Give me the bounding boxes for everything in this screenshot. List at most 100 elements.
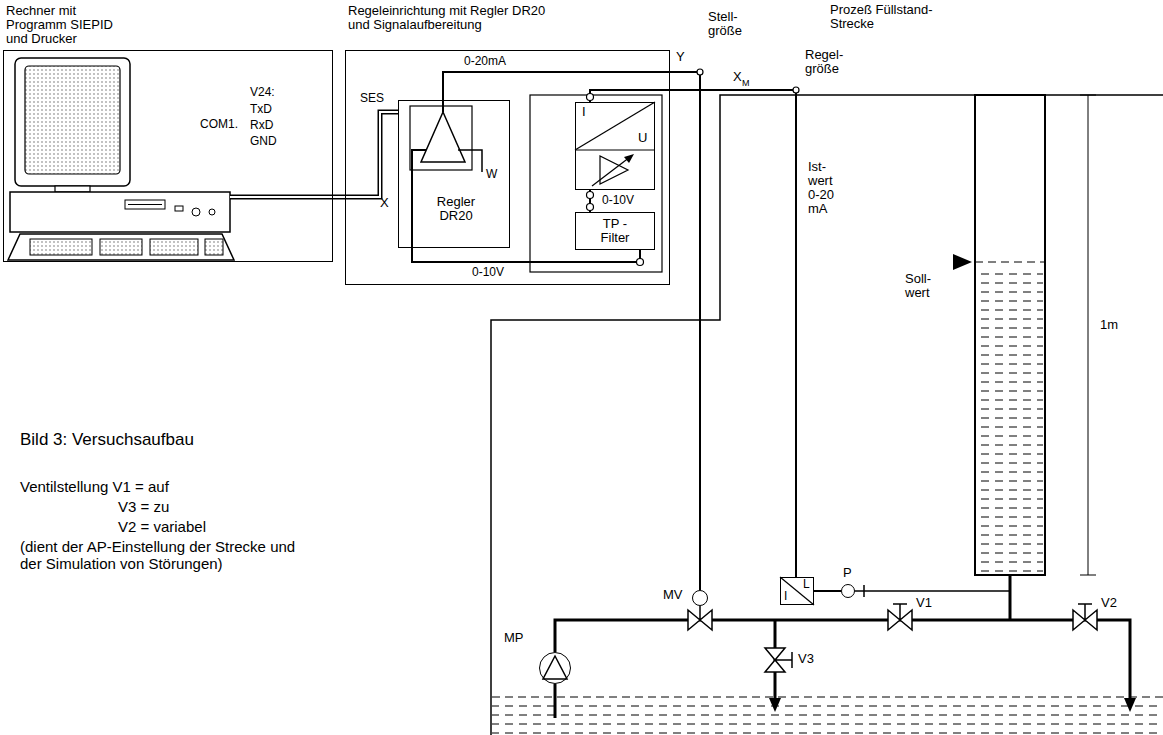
wire-path	[412, 248, 640, 262]
signal-label: Soll-wert	[905, 272, 939, 300]
drive-slot	[125, 200, 165, 209]
pressure-tap	[855, 590, 1010, 592]
signal-label: Ist-wert 0-20 mA	[808, 160, 842, 216]
process-frame-line	[491, 95, 1163, 735]
pump-symbol: MP	[539, 652, 571, 684]
terminal	[587, 192, 594, 199]
signal-label: RxD	[250, 119, 273, 132]
valve-stem	[699, 606, 701, 620]
process-frame: Prozeß Füllstand-StreckeILPMVMP	[490, 0, 1163, 735]
valve-handle	[893, 603, 907, 605]
signal-label: X	[380, 196, 389, 210]
power-button	[192, 208, 200, 216]
monitor-housing	[15, 58, 130, 186]
controller-unit-box: Regeleinrichtung mit Regler DR20 und Sig…	[345, 50, 670, 285]
tank-outlet-pipe	[1009, 575, 1012, 620]
wire-path	[443, 72, 700, 590]
system-unit	[10, 192, 230, 232]
main-pipe	[555, 620, 1130, 700]
setpoint-arrow	[953, 254, 972, 270]
key-block	[150, 239, 198, 255]
signal-wire	[590, 90, 796, 577]
signal-label: TxD	[250, 103, 272, 116]
dimension-line	[1088, 95, 1089, 575]
valve-handle	[1078, 603, 1092, 605]
drain-arrow	[769, 698, 781, 712]
process-frame-outline	[490, 0, 1163, 735]
terminal	[697, 69, 703, 75]
signal-label: GND	[250, 135, 277, 148]
signal-wire	[814, 591, 841, 592]
dimension-tick	[1080, 575, 1096, 576]
tap-tick	[863, 585, 865, 597]
signal-label: V24:	[250, 86, 275, 99]
signal-wire	[412, 248, 640, 262]
gain-arrow	[592, 157, 630, 186]
valve-handle	[791, 652, 793, 668]
keyboard	[8, 234, 234, 260]
transducer-diagonal	[780, 577, 814, 605]
signal-label: M	[742, 78, 750, 88]
serial-cable-core	[230, 196, 333, 198]
terminal	[793, 87, 799, 93]
key-block	[30, 239, 92, 255]
serial-cable	[230, 195, 333, 200]
setpoint-wire	[458, 150, 482, 172]
signal-label: V3 = zu	[118, 498, 169, 515]
converter-diagonal	[575, 102, 655, 150]
signal-wire	[443, 72, 700, 590]
lowpass-filter-box: TP - Filter	[575, 212, 655, 250]
node-heading: Rechner mit Programm SIEPID und Drucker	[6, 4, 124, 46]
terminal	[637, 259, 644, 266]
serial-cable	[333, 112, 398, 197]
signal-conditioning-box	[530, 95, 662, 272]
drive-slit	[128, 204, 162, 205]
signal-label: W	[486, 168, 497, 181]
water-level	[975, 262, 1045, 263]
gain-arrowhead	[624, 154, 634, 163]
level-transducer: IL	[780, 577, 814, 605]
edge-label: 0-10V	[600, 194, 636, 207]
node-heading: P	[843, 566, 852, 580]
pressure-sensor: P	[841, 584, 855, 598]
signal-label: SES	[360, 92, 384, 105]
node-heading: Prozeß Füllstand-Strecke	[830, 3, 945, 31]
valve-actuator: MV	[692, 590, 708, 606]
gain-amplifier	[600, 156, 628, 184]
signal-label: V3	[798, 652, 814, 666]
signal-label: COM1.	[200, 118, 238, 131]
signal-label: (dient der AP-Einstellung der Strecke un…	[20, 538, 302, 572]
reset-button	[209, 209, 215, 215]
tank-water	[977, 266, 1043, 573]
led	[175, 206, 183, 211]
pump-symbol	[543, 656, 567, 679]
valve-handle	[1084, 604, 1086, 620]
reservoir-water	[492, 698, 1163, 735]
terminal	[587, 94, 594, 101]
key-block	[205, 239, 223, 255]
node-heading: Regler DR20	[425, 195, 487, 223]
current-voltage-converter: IU	[575, 102, 655, 190]
serial-cable-core	[333, 112, 398, 197]
signal-label: V2	[1101, 596, 1117, 610]
edge-label: 0-20mA	[462, 55, 508, 68]
monitor-screen	[25, 66, 120, 174]
suction-pipe	[554, 684, 557, 718]
signal-label: Y	[676, 50, 685, 64]
signal-label: X	[733, 70, 742, 84]
node-text: U	[638, 131, 647, 145]
tank	[975, 95, 1045, 575]
terminal	[587, 204, 594, 211]
node-text: L	[803, 578, 810, 591]
controller-core	[410, 106, 472, 170]
valve-handle	[775, 659, 792, 661]
node-heading: TP - Filter	[590, 217, 640, 245]
node-heading: MP	[504, 631, 524, 645]
output-wire	[442, 100, 444, 112]
signal-label: Regel-größe	[805, 48, 849, 76]
